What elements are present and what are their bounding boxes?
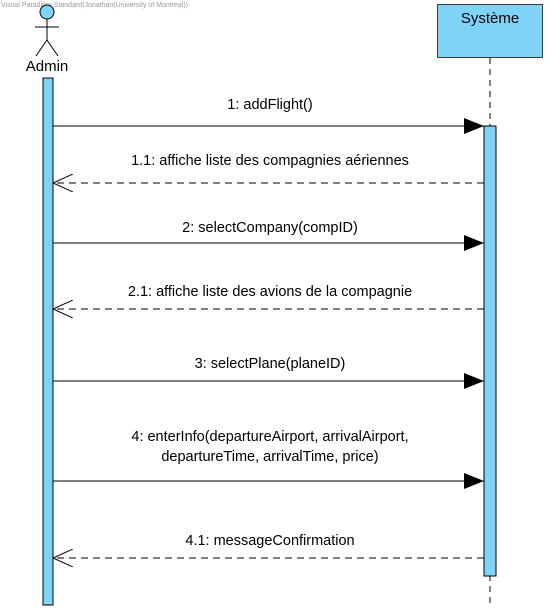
actor-right-leg: [46, 39, 59, 57]
participant-box-systeme: Système: [437, 4, 543, 58]
participant-label: Système: [460, 10, 520, 27]
actor-left-leg: [35, 39, 48, 57]
actor-admin-figure: [35, 4, 59, 57]
message-label-1: 1: addFlight(): [227, 97, 313, 113]
message-label-2-1: 2.1: affiche liste des avions de la comp…: [127, 284, 413, 300]
message-label-4-1: 4.1: messageConfirmation: [185, 533, 355, 549]
message-label-2: 2: selectCompany(compID): [182, 220, 358, 236]
actor-head: [39, 4, 55, 20]
admin-activation-bar: [42, 77, 54, 606]
system-activation-bar: [483, 125, 497, 577]
message-label-4-line2: departureTime, arrivalTime, price): [161, 449, 379, 465]
watermark-text: Visual Paradigm Standard(Jonathan(Univer…: [1, 2, 189, 9]
actor-label-admin: Admin: [25, 58, 69, 75]
message-label-4-line1: 4: enterInfo(departureAirport, arrivalAi…: [131, 429, 409, 445]
message-label-3: 3: selectPlane(planeID): [194, 356, 346, 372]
message-label-1-1: 1.1: affiche liste des compagnies aérien…: [131, 153, 409, 169]
